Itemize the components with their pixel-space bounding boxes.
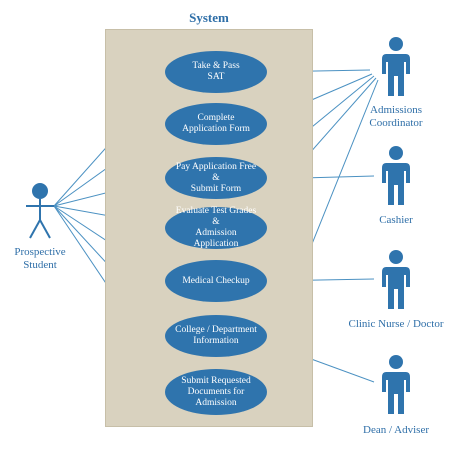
use-case-evaluate-grades[interactable]: Evaluate Test Grades & Admission Applica… xyxy=(165,206,267,249)
nurse-actor-label: Clinic Nurse / Doctor xyxy=(348,318,444,330)
student-actor-icon xyxy=(26,183,54,239)
coordinator-actor-icon xyxy=(382,37,410,96)
use-case-pay-submit[interactable]: Pay Application Free & Submit Form xyxy=(165,157,267,199)
cashier-actor-icon xyxy=(382,146,410,205)
use-case-college-info[interactable]: College / Department Information xyxy=(165,315,267,357)
use-case-medical-checkup[interactable]: Medical Checkup xyxy=(165,260,267,302)
cashier-actor-label: Cashier xyxy=(379,214,413,226)
nurse-actor-icon xyxy=(382,250,410,309)
system-title: System xyxy=(189,10,229,25)
use-case-take-pass-sat[interactable]: Take & Pass SAT xyxy=(165,51,267,93)
use-case-submit-documents[interactable]: Submit Requested Documents for Admission xyxy=(165,369,267,415)
dean-actor-icon xyxy=(382,355,410,414)
use-case-complete-application[interactable]: Complete Application Form xyxy=(165,103,267,145)
coordinator-actor-label: Admissions Coordinator xyxy=(369,104,423,129)
dean-actor-label: Dean / Adviser xyxy=(363,424,429,436)
student-actor-label: Prospective Student xyxy=(14,246,66,271)
